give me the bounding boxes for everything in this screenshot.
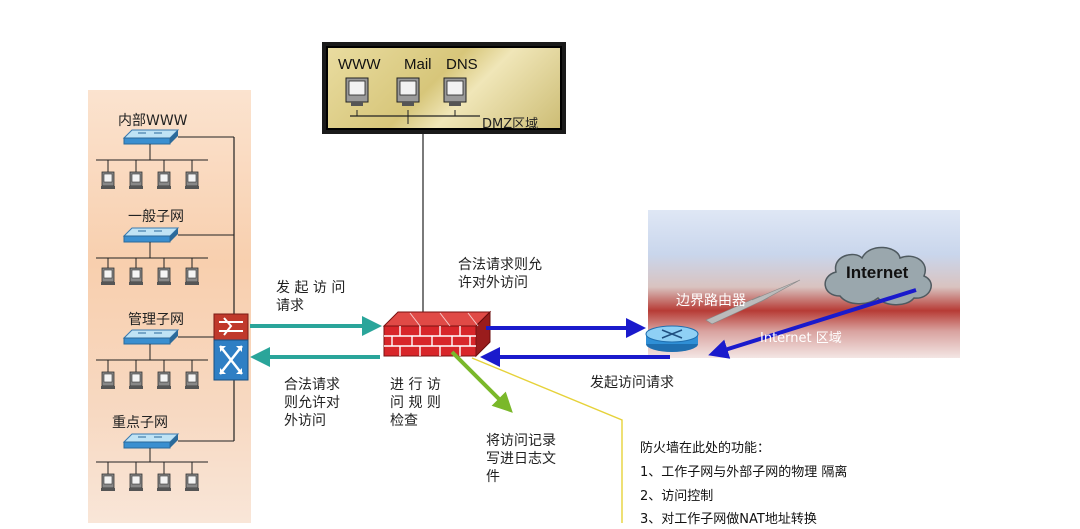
dmz-zone-label: DMZ区域 (482, 117, 539, 132)
firewall-function-item: 1、工作子网与外部子网的物理 隔离 (640, 465, 848, 480)
subnet-label: 内部WWW (118, 113, 188, 129)
subnet-general (96, 227, 234, 286)
subnet-key (96, 433, 234, 492)
pc-icon (100, 160, 116, 190)
pc-icon (128, 258, 144, 286)
initiate-request-label: 发 起 访 问 请求 (276, 280, 346, 314)
pc-icon (100, 258, 116, 286)
pc-icon (100, 462, 116, 492)
external-request-label: 发起访问请求 (590, 375, 674, 391)
pc-icon (156, 258, 172, 286)
firewall-function-item: 2、访问控制 (640, 489, 714, 504)
firewall-icon (382, 310, 492, 358)
dmz-server-label: Mail (404, 56, 432, 73)
switch-icon (123, 433, 179, 449)
subnet-management (96, 329, 214, 390)
pc-icon (100, 360, 116, 390)
subnet-label: 管理子网 (128, 312, 184, 328)
legal-request-in-label: 合法请求 则允许对 外访问 (284, 377, 340, 429)
server-icon (396, 77, 420, 107)
internet-label: Internet (846, 263, 909, 282)
pc-icon (128, 160, 144, 190)
pc-icon (128, 462, 144, 492)
subnet-internal-www (96, 129, 234, 190)
pc-icon (156, 160, 172, 190)
callout-line (471, 357, 623, 523)
pc-icon (128, 360, 144, 390)
subnet-label: 一般子网 (128, 209, 184, 225)
firewall-function-item: 3、对工作子网做NAT地址转换 (640, 512, 817, 527)
pc-icon (156, 462, 172, 492)
switch-icon (123, 227, 179, 243)
legal-request-out-label: 合法请求则允 许对外访问 (458, 257, 542, 291)
wan-link-icon (705, 279, 801, 325)
dmz-server-label: WWW (338, 56, 381, 73)
internet-zone-label: Internet 区域 (760, 331, 842, 346)
border-router-icon (645, 325, 699, 352)
dmz-server-label: DNS (446, 56, 478, 73)
pc-icon (184, 360, 200, 390)
server-icon (443, 77, 467, 107)
internal-network-panel (88, 90, 251, 523)
switch-icon (123, 329, 179, 345)
pc-icon (184, 160, 200, 190)
pc-icon (184, 462, 200, 492)
border-router-label: 边界路由器 (676, 293, 746, 309)
rule-check-label: 进 行 访 问 规 则 检查 (390, 377, 441, 429)
core-switch-icon (213, 313, 249, 381)
internet-request-arrow (708, 288, 917, 359)
pc-icon (184, 258, 200, 286)
pc-icon (156, 360, 172, 390)
log-arrow (450, 350, 513, 413)
log-record-label: 将访问记录 写进日志文 件 (486, 433, 556, 485)
switch-icon (123, 129, 179, 145)
dmz-servers (345, 77, 480, 124)
subnet-label: 重点子网 (112, 415, 168, 431)
firewall-functions-title: 防火墙在此处的功能： (640, 441, 771, 456)
server-icon (345, 77, 369, 107)
